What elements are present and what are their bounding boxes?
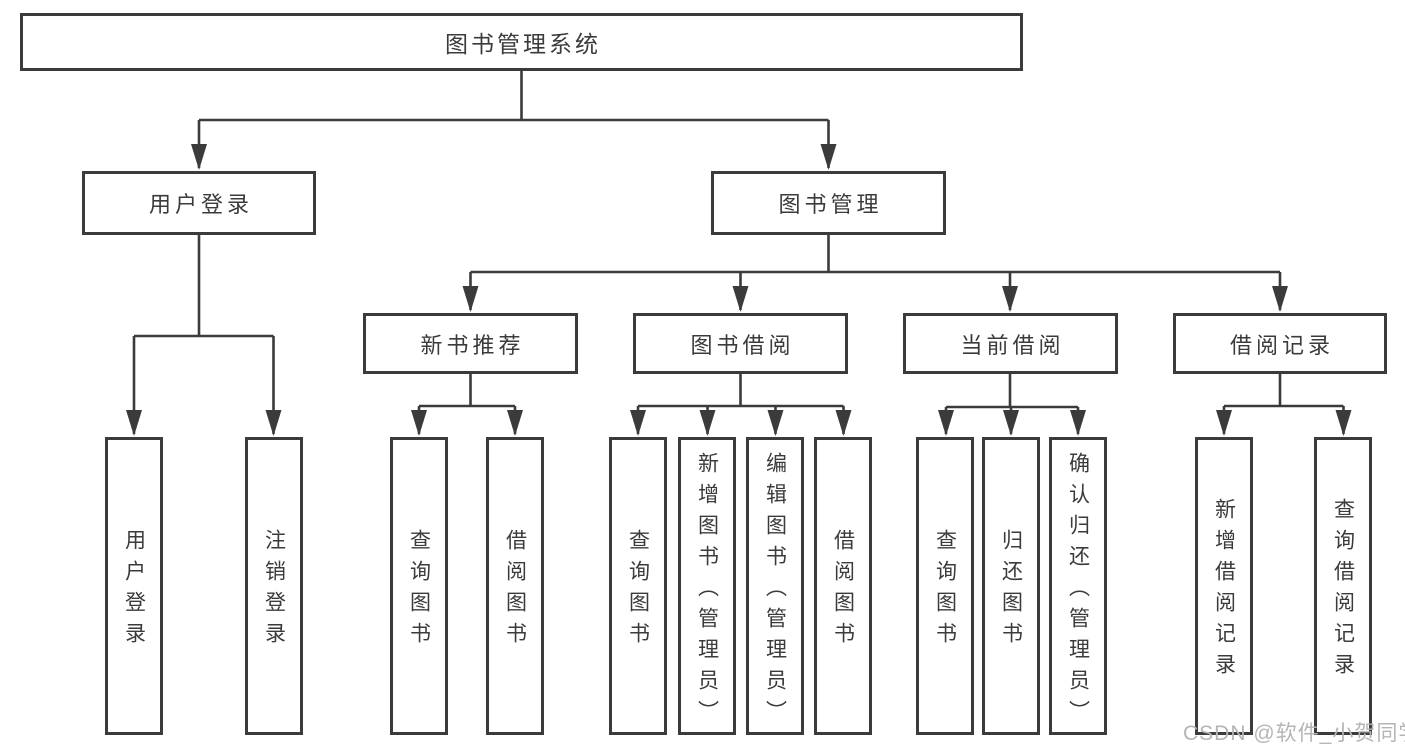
- node-leaf-query-books-borrow: 查询图书: [609, 437, 667, 735]
- node-leaf-add-books-admin: 新增图书（管理员）: [678, 437, 736, 735]
- node-leaf-edit-books-admin: 编辑图书（管理员）: [746, 437, 804, 735]
- node-leaf-borrow-books-recommend: 借阅图书: [486, 437, 544, 735]
- node-root: 图书管理系统: [20, 13, 1023, 71]
- node-book-management-label: 图书管理: [778, 192, 883, 217]
- node-leaf-query-books-current: 查询图书: [916, 437, 974, 735]
- node-borrow-records: 借阅记录: [1173, 313, 1387, 374]
- node-leaf-borrow-books: 借阅图书: [814, 437, 872, 735]
- node-leaf-confirm-return-admin: 确认归还（管理员）: [1049, 437, 1107, 735]
- node-user-login-label: 用户登录: [148, 192, 253, 217]
- node-book-borrow-label: 图书借阅: [690, 332, 795, 358]
- node-user-login: 用户登录: [82, 171, 316, 235]
- node-current-borrow: 当前借阅: [903, 313, 1118, 374]
- node-leaf-logout: 注销登录: [245, 437, 303, 735]
- node-new-book-recommend: 新书推荐: [363, 313, 578, 374]
- node-book-borrow: 图书借阅: [633, 313, 848, 374]
- arrowheads: [126, 144, 1352, 436]
- node-borrow-records-label: 借阅记录: [1229, 332, 1334, 358]
- csdn-watermark: CSDN @软件_小贺同学: [1183, 722, 1405, 745]
- node-current-borrow-label: 当前借阅: [960, 332, 1065, 358]
- node-leaf-return-books: 归还图书: [982, 437, 1040, 735]
- node-leaf-add-borrow-record: 新增借阅记录: [1195, 437, 1253, 735]
- node-root-label: 图书管理系统: [445, 31, 601, 57]
- node-leaf-query-books-recommend: 查询图书: [390, 437, 448, 735]
- node-leaf-query-borrow-record: 查询借阅记录: [1314, 437, 1372, 735]
- node-book-management: 图书管理: [711, 171, 946, 235]
- node-leaf-user-login: 用户登录: [105, 437, 163, 735]
- node-new-book-recommend-label: 新书推荐: [420, 332, 525, 358]
